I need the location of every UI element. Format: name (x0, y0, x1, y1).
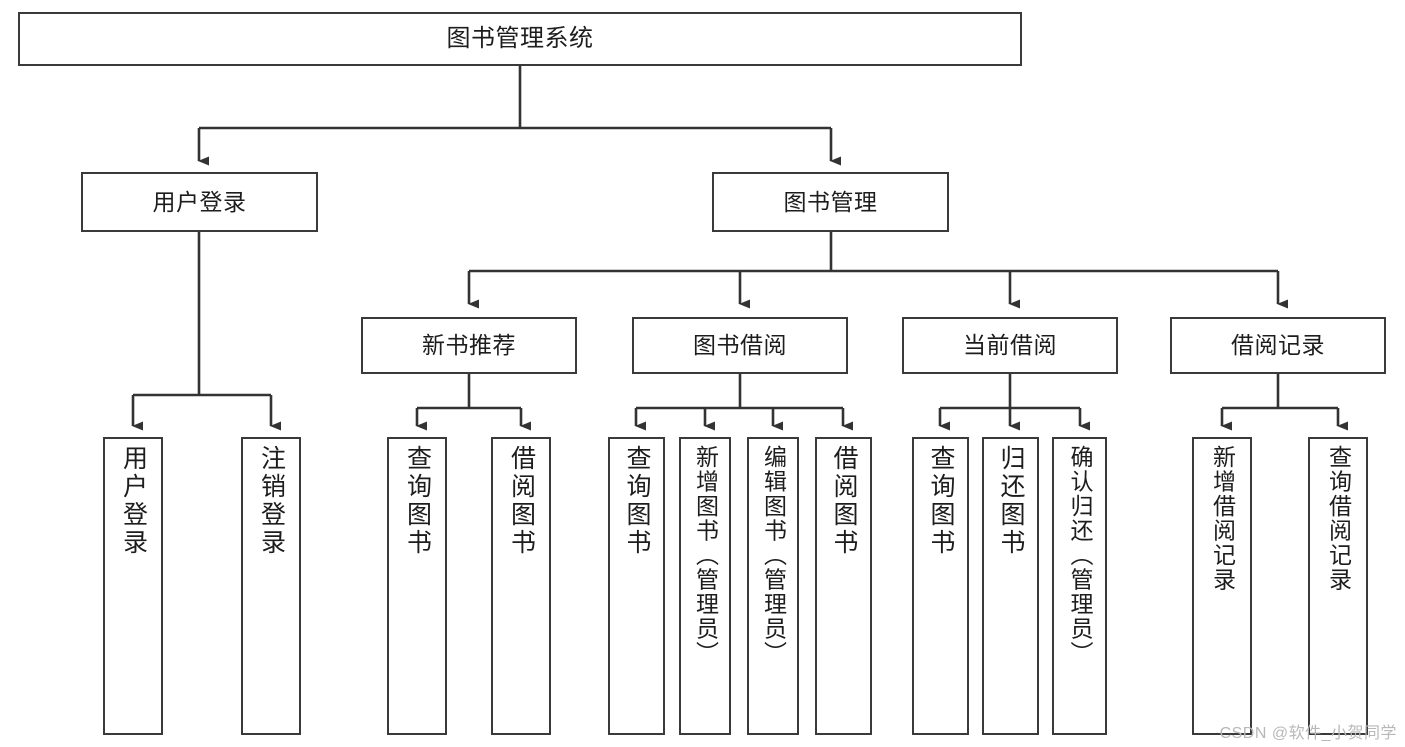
node-label: 借阅记录 (1231, 332, 1325, 359)
node-label: 图书管理 (783, 188, 878, 215)
node-label: 用户登录 (119, 445, 148, 557)
node-root-book-management-system[interactable]: 图书管理系统 (18, 12, 1022, 66)
node-label: 编辑图书（管理员） (760, 445, 787, 666)
leaf-add-book-admin[interactable]: 新增图书（管理员） (679, 437, 731, 735)
node-label: 归还图书 (997, 445, 1025, 557)
node-label: 当前借阅 (963, 332, 1057, 359)
node-borrowing-records[interactable]: 借阅记录 (1170, 317, 1386, 374)
node-book-management[interactable]: 图书管理 (712, 172, 949, 232)
node-new-book-recommendation[interactable]: 新书推荐 (361, 317, 577, 374)
leaf-add-borrow-record[interactable]: 新增借阅记录 (1192, 437, 1252, 735)
node-label: 查询图书 (623, 445, 651, 557)
node-label: 用户登录 (152, 188, 247, 215)
leaf-query-books-current[interactable]: 查询图书 (912, 437, 969, 735)
leaf-borrow-books-recommend[interactable]: 借阅图书 (491, 437, 551, 735)
node-current-borrowing[interactable]: 当前借阅 (902, 317, 1118, 374)
leaf-borrow-books[interactable]: 借阅图书 (815, 437, 872, 735)
node-user-login[interactable]: 用户登录 (81, 172, 318, 232)
node-label: 新增借阅记录 (1209, 445, 1236, 592)
leaf-logout[interactable]: 注销登录 (241, 437, 301, 735)
leaf-query-books-recommend[interactable]: 查询图书 (387, 437, 447, 735)
leaf-user-login[interactable]: 用户登录 (103, 437, 163, 735)
leaf-edit-book-admin[interactable]: 编辑图书（管理员） (747, 437, 799, 735)
node-label: 借阅图书 (830, 445, 858, 557)
node-label: 注销登录 (257, 445, 286, 557)
node-label: 新增图书（管理员） (692, 445, 719, 666)
leaf-query-books-borrow[interactable]: 查询图书 (608, 437, 665, 735)
node-label: 查询图书 (927, 445, 955, 557)
csdn-watermark: CSDN @软件_小贺同学 (1219, 725, 1397, 742)
node-label: 图书借阅 (693, 332, 787, 359)
node-label: 查询借阅记录 (1325, 445, 1352, 592)
leaf-query-borrow-record[interactable]: 查询借阅记录 (1308, 437, 1368, 735)
node-label: 确认归还（管理员） (1067, 445, 1093, 666)
node-label: 查询图书 (403, 445, 432, 557)
node-book-borrowing[interactable]: 图书借阅 (632, 317, 848, 374)
leaf-confirm-return-admin[interactable]: 确认归还（管理员） (1052, 437, 1107, 735)
leaf-return-books[interactable]: 归还图书 (982, 437, 1039, 735)
node-label: 图书管理系统 (446, 25, 594, 53)
node-label: 借阅图书 (507, 445, 536, 557)
node-label: 新书推荐 (422, 332, 516, 359)
